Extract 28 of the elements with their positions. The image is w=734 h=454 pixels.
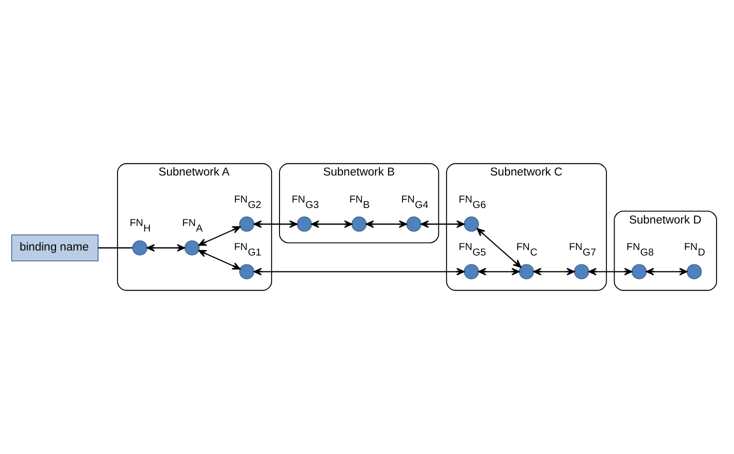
- arrow: [254, 220, 298, 228]
- arrow: [588, 268, 632, 276]
- node-circle: [239, 264, 254, 280]
- arrow: [254, 268, 465, 276]
- arrow: [476, 228, 522, 268]
- arrow: [646, 268, 688, 276]
- node-circle: [686, 264, 702, 280]
- node-circle: [464, 264, 479, 280]
- arrow: [198, 226, 241, 246]
- connector: [98, 247, 132, 248]
- node-circle: [184, 240, 200, 256]
- node-circle: [239, 216, 254, 232]
- node-circle: [296, 216, 312, 232]
- node-circle: [352, 216, 367, 232]
- node-circle: [574, 264, 590, 280]
- node-circle: [518, 264, 534, 280]
- arrow: [478, 268, 520, 276]
- node-circle: [632, 264, 647, 280]
- node-box: binding name: [11, 234, 98, 262]
- arrow: [311, 220, 352, 228]
- node-circle: [406, 216, 422, 232]
- node-circle: [464, 216, 479, 232]
- node-circle: [132, 240, 148, 256]
- arrow: [366, 220, 408, 228]
- arrow: [533, 268, 575, 276]
- arrow: [146, 244, 186, 252]
- arrow: [198, 250, 241, 270]
- arrow: [420, 220, 465, 228]
